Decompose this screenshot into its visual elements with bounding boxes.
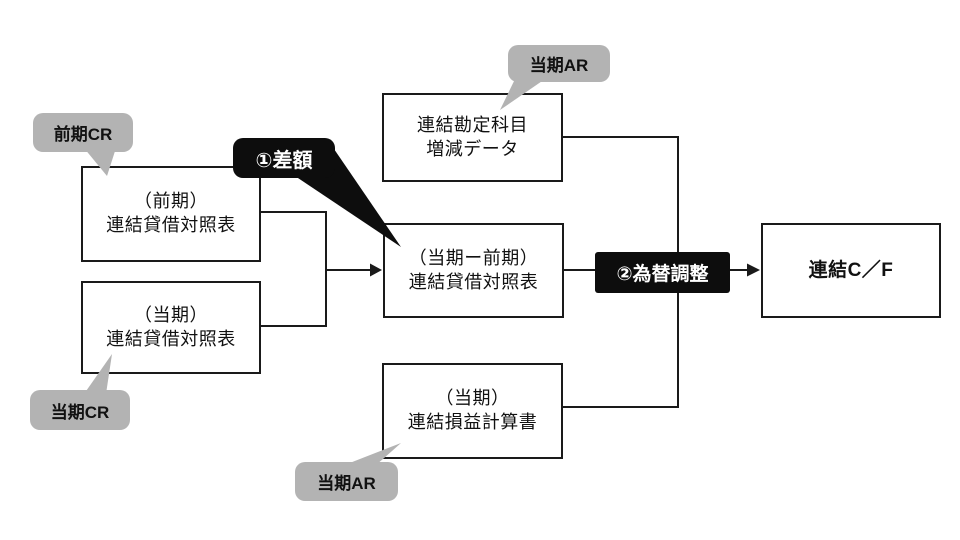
step-label: ①差額 [255, 149, 313, 172]
box-current-balance-sheet: （当期） 連結貸借対照表 [81, 281, 261, 374]
box-label-line: 連結貸借対照表 [408, 271, 539, 292]
box-label-line: （前期） [134, 191, 208, 212]
arrowhead-into-cf [747, 263, 760, 277]
callout-current-ar-top: 当期AR [508, 45, 610, 82]
box-label-line: 連結C／F [808, 259, 894, 281]
tail-current-ar-bottom [342, 443, 401, 466]
box-account-change-data: 連結勘定科目 増減データ [382, 93, 563, 182]
box-prior-balance-sheet: （前期） 連結貸借対照表 [81, 166, 261, 262]
callout-label: 前期CR [53, 125, 113, 144]
callout-current-ar-bottom: 当期AR [295, 462, 398, 501]
callout-label: 当期CR [50, 402, 110, 422]
box-label-line: 連結勘定科目 [417, 114, 528, 135]
box-label-line: （当期） [435, 388, 510, 409]
step1-difference-label: ①差額 [233, 138, 335, 178]
box-label-line: （当期ー前期） [408, 247, 539, 268]
step2-fx-adjustment-label: ②為替調整 [595, 252, 730, 293]
tail-current-ar-top [500, 77, 548, 110]
arrowhead-into-diff-bs [370, 263, 382, 277]
box-label-line: 連結貸借対照表 [106, 215, 236, 235]
box-current-income-statement: （当期） 連結損益計算書 [382, 363, 563, 459]
tail-prior-cr [84, 148, 116, 176]
callout-current-cr: 当期CR [30, 390, 130, 430]
callout-label: 当期AR [317, 474, 376, 493]
tail-current-cr [84, 354, 112, 394]
box-label-line: 連結損益計算書 [407, 412, 538, 432]
box-label-line: 増減データ [426, 138, 519, 159]
box-label-line: 連結貸借対照表 [106, 328, 236, 349]
box-label-line: （当期） [134, 304, 208, 325]
box-consolidated-cf: 連結C／F [761, 223, 941, 318]
callout-prior-cr: 前期CR [33, 113, 133, 152]
step-label: ②為替調整 [616, 264, 709, 285]
callout-label: 当期AR [529, 56, 589, 75]
box-diff-balance-sheet: （当期ー前期） 連結貸借対照表 [383, 223, 564, 318]
